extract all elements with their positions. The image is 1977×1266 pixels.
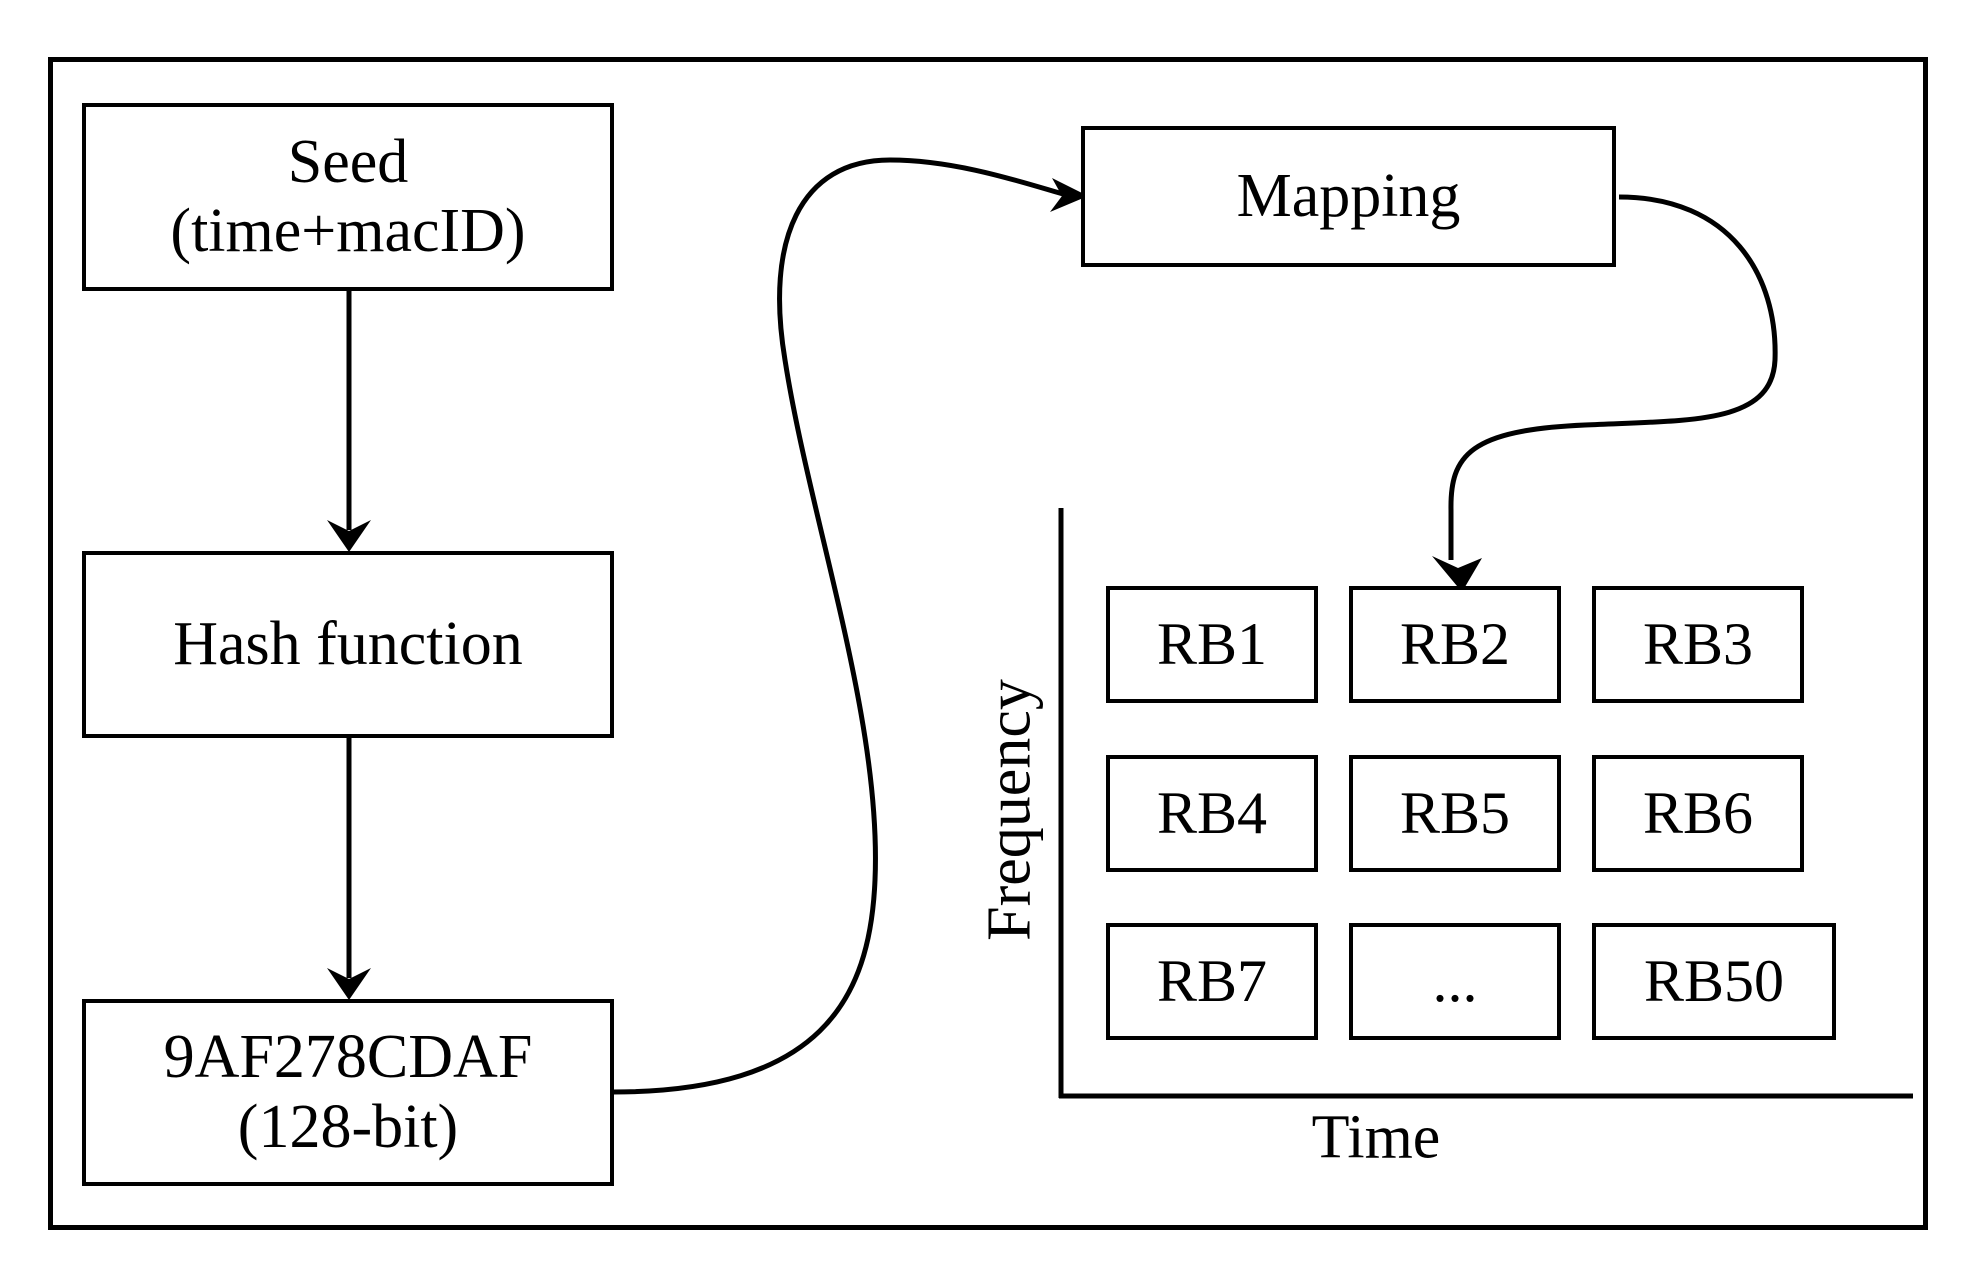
resource-block: RB3 — [1592, 586, 1804, 703]
resource-block-label: RB5 — [1399, 779, 1511, 846]
hash-bits-label: (128-bit) — [237, 1092, 459, 1161]
resource-block-label: ... — [1432, 947, 1478, 1014]
resource-block: RB50 — [1592, 923, 1836, 1040]
resource-block-label: RB1 — [1156, 610, 1268, 677]
resource-block-label: RB50 — [1643, 947, 1785, 1014]
resource-block: RB7 — [1106, 923, 1318, 1040]
hash-output-box: 9AF278CDAF (128-bit) — [82, 999, 614, 1186]
hash-value-label: 9AF278CDAF — [163, 1023, 533, 1092]
diagram-frame — [48, 57, 1928, 1230]
frequency-axis-label: Frequency — [975, 679, 1044, 941]
time-axis-label: Time — [1311, 1103, 1441, 1172]
seed-source-label: (time+macID) — [170, 197, 526, 265]
mapping-box: Mapping — [1081, 126, 1616, 267]
resource-block: RB2 — [1349, 586, 1561, 703]
resource-block-ellipsis: ... — [1349, 923, 1561, 1040]
seed-label: Seed — [287, 127, 409, 196]
mapping-label: Mapping — [1236, 161, 1461, 230]
resource-block: RB5 — [1349, 755, 1561, 872]
hash-function-label: Hash function — [173, 609, 523, 678]
resource-block-label: RB3 — [1642, 610, 1754, 677]
resource-block-label: RB7 — [1156, 947, 1268, 1014]
resource-block: RB1 — [1106, 586, 1318, 703]
resource-block-label: RB4 — [1156, 779, 1268, 846]
resource-block-label: RB2 — [1399, 610, 1511, 677]
resource-block: RB4 — [1106, 755, 1318, 872]
seed-box: Seed (time+macID) — [82, 103, 614, 291]
resource-block-label: RB6 — [1642, 779, 1754, 846]
resource-block: RB6 — [1592, 755, 1804, 872]
hash-function-box: Hash function — [82, 551, 614, 738]
